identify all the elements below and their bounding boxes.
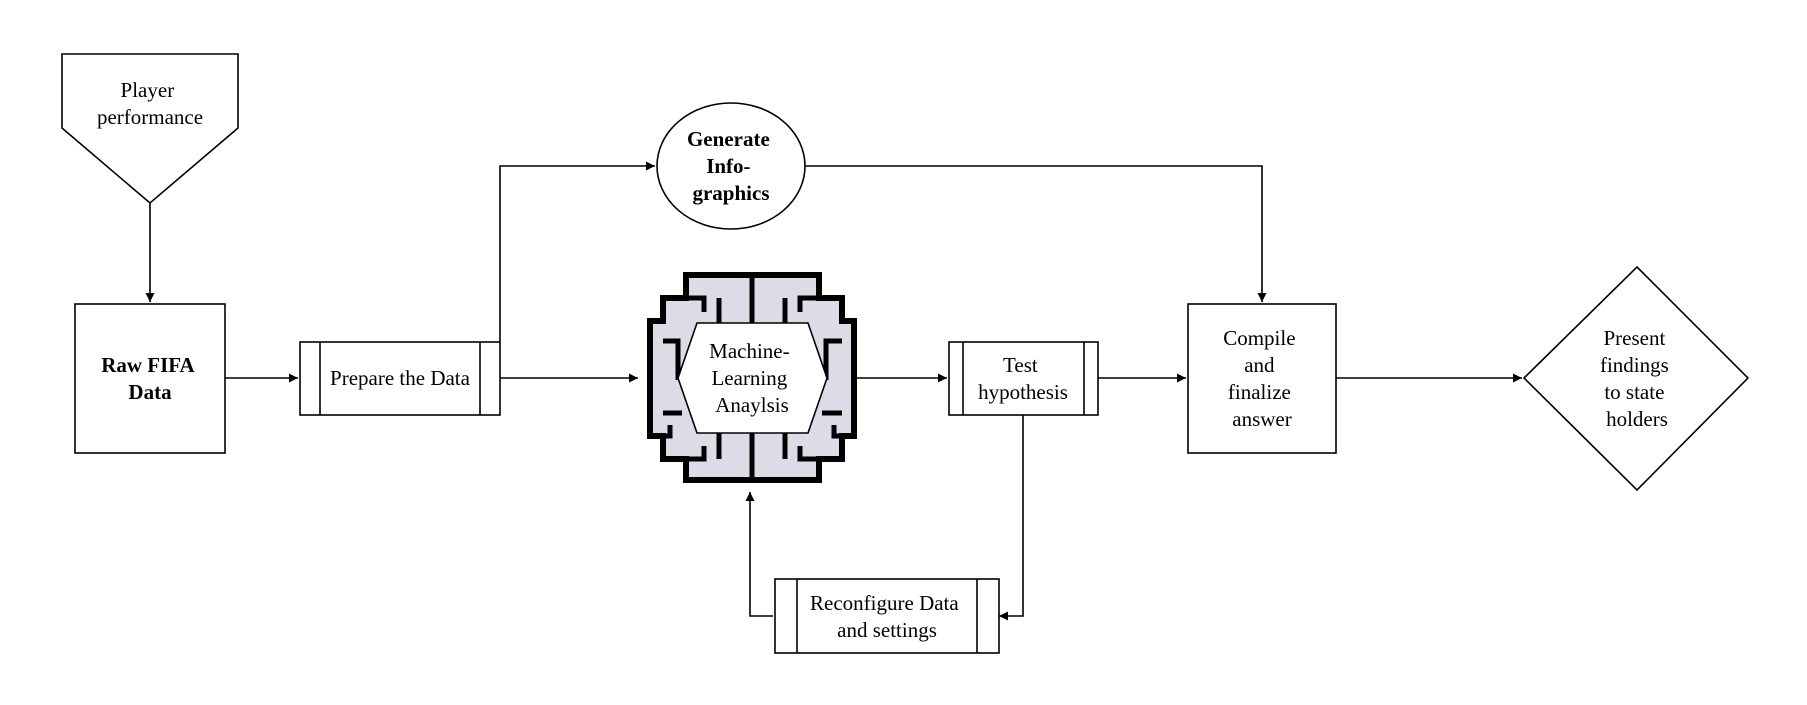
edge-prepare-to-infographics — [499, 161, 655, 342]
player-performance-line-1: Player — [121, 78, 175, 102]
raw-data-line-2: Data — [128, 380, 172, 404]
node-ml-analysis: Machine- Learning Anaylsis — [647, 272, 857, 483]
edge-infographics-to-compile — [805, 165, 1267, 302]
node-compile: Compile and finalize answer — [1187, 303, 1337, 454]
raw-data-line-1: Raw FIFA — [101, 353, 195, 377]
node-present-findings: Present findings to state holders — [1522, 265, 1750, 492]
present-line-2: findings — [1600, 353, 1669, 377]
edge-reconfigure-to-ml — [745, 492, 773, 617]
test-label: Test hypothesis — [978, 353, 1068, 404]
player-performance-line-2: performance — [97, 105, 203, 129]
raw-data-label: Raw FIFA Data — [101, 353, 199, 404]
player-performance-label: Player performance — [97, 78, 203, 129]
brain-center-hexagon — [677, 322, 828, 434]
infographics-ellipse — [656, 102, 806, 230]
ml-analysis-line-2: Learning — [711, 366, 787, 390]
brain-circuit-icon — [647, 272, 857, 483]
infographics-label: Generate Info- graphics — [687, 127, 775, 205]
present-line-4: holders — [1606, 407, 1668, 431]
compile-line-4: answer — [1232, 407, 1291, 431]
present-line-3: to state — [1604, 380, 1664, 404]
offpage-connector-shape — [61, 53, 239, 205]
edge-test-to-reconfigure — [999, 415, 1024, 621]
compile-line-3: finalize — [1228, 380, 1291, 404]
reconfigure-label: Reconfigure Data and settings — [810, 591, 964, 642]
compile-line-1: Compile — [1223, 326, 1295, 350]
prepare-line-1: Prepare the Data — [330, 366, 471, 390]
compile-label: Compile and finalize answer — [1223, 326, 1301, 431]
node-prepare-data: Prepare the Data — [299, 341, 501, 416]
test-line-2: hypothesis — [978, 380, 1068, 404]
present-label: Present findings to state holders — [1600, 326, 1674, 431]
brain-circuit-lines — [663, 275, 842, 480]
node-test-hypothesis: Test hypothesis — [948, 341, 1099, 416]
raw-data-box — [74, 303, 226, 454]
node-player-performance: Player performance — [61, 53, 239, 205]
ml-analysis-line-3: Anaylsis — [715, 393, 789, 417]
node-raw-fifa-data: Raw FIFA Data — [74, 303, 226, 454]
ml-analysis-label: Machine- Learning Anaylsis — [709, 339, 795, 417]
infographics-line-3: graphics — [692, 181, 769, 205]
compile-box — [1187, 303, 1337, 454]
reconfigure-line-1: Reconfigure Data — [810, 591, 959, 615]
test-box — [948, 341, 1099, 416]
infographics-line-1: Generate — [687, 127, 770, 151]
infographics-line-2: Info- — [706, 154, 750, 178]
node-generate-infographics: Generate Info- graphics — [656, 102, 806, 230]
compile-line-2: and — [1244, 353, 1275, 377]
present-diamond — [1522, 265, 1750, 492]
test-line-1: Test — [1003, 353, 1038, 377]
reconfigure-line-2: and settings — [837, 618, 937, 642]
reconfigure-box — [774, 578, 1000, 654]
node-reconfigure: Reconfigure Data and settings — [774, 578, 1000, 654]
ml-analysis-line-1: Machine- — [709, 339, 789, 363]
present-line-1: Present — [1603, 326, 1665, 350]
prepare-box — [299, 341, 501, 416]
prepare-label: Prepare the Data — [330, 366, 471, 390]
